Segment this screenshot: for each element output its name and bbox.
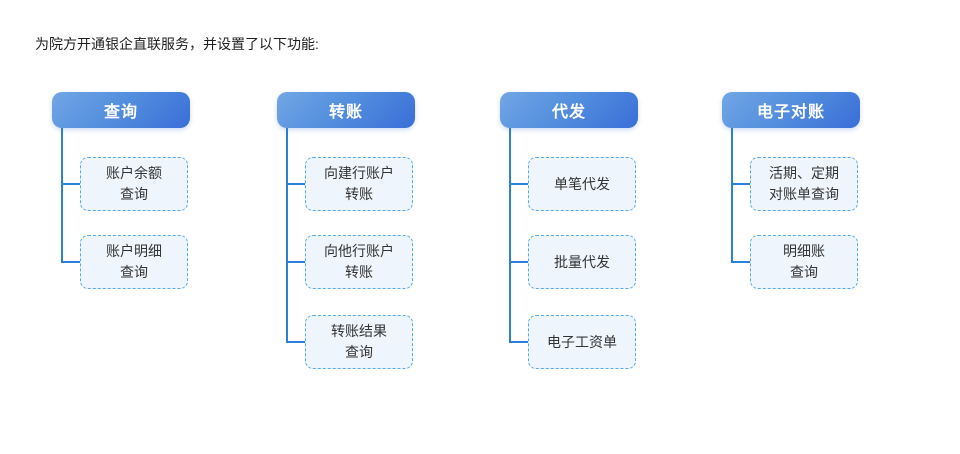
connector-vertical-line [286, 128, 288, 343]
diagram-node: 向建行账户 转账 [305, 157, 413, 211]
diagram-node: 向他行账户 转账 [305, 235, 413, 289]
diagram-column-transfer: 转账 向建行账户 转账 向他行账户 转账 转账结果 查询 [277, 92, 415, 369]
diagram-node: 电子工资单 [528, 315, 636, 369]
connector-vertical-line [61, 128, 63, 263]
connector-branch-line [287, 261, 305, 263]
connector-vertical-line [509, 128, 511, 343]
column-header-query: 查询 [52, 92, 190, 128]
column-header-e-reconciliation: 电子对账 [722, 92, 860, 128]
connector-branch-line [287, 183, 305, 185]
connector-branch-line [732, 183, 750, 185]
connector-branch-line [732, 261, 750, 263]
column-header-agency-pay: 代发 [500, 92, 638, 128]
diagram-node: 单笔代发 [528, 157, 636, 211]
connector-vertical-line [731, 128, 733, 263]
diagram-column-query: 查询 账户余额 查询 账户明细 查询 [52, 92, 190, 289]
diagram-node: 账户明细 查询 [80, 235, 188, 289]
connector-branch-line [510, 183, 528, 185]
diagram-column-agency-pay: 代发 单笔代发 批量代发 电子工资单 [500, 92, 638, 369]
diagram-node: 活期、定期 对账单查询 [750, 157, 858, 211]
diagram-node: 转账结果 查询 [305, 315, 413, 369]
connector-branch-line [510, 261, 528, 263]
connector-branch-line [62, 261, 80, 263]
connector-branch-line [62, 183, 80, 185]
connector-branch-line [510, 341, 528, 343]
connector-branch-line [287, 341, 305, 343]
diagram-node: 明细账 查询 [750, 235, 858, 289]
page-title: 为院方开通银企直联服务，并设置了以下功能: [35, 36, 319, 52]
column-header-transfer: 转账 [277, 92, 415, 128]
diagram-node: 批量代发 [528, 235, 636, 289]
diagram-column-e-reconciliation: 电子对账 活期、定期 对账单查询 明细账 查询 [722, 92, 860, 289]
diagram-node: 账户余额 查询 [80, 157, 188, 211]
